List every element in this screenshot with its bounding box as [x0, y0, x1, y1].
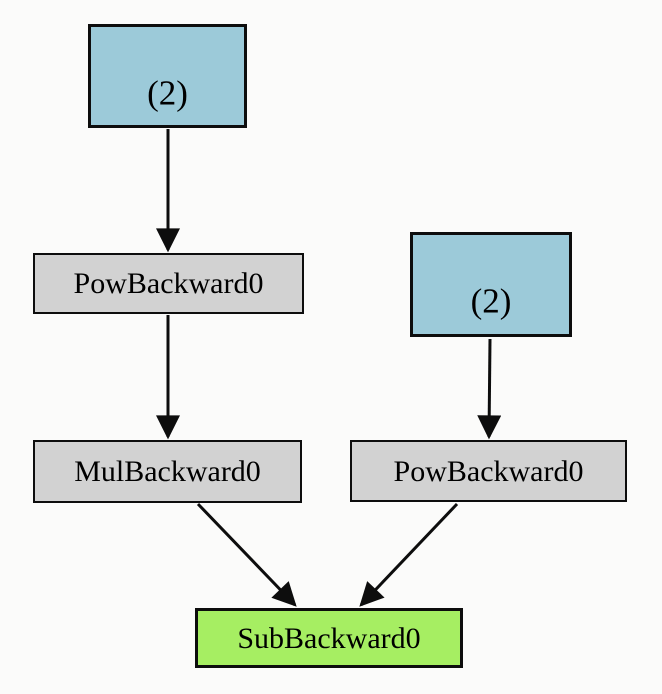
- edges-group: [156, 129, 502, 607]
- node-pow2: PowBackward0: [350, 440, 627, 502]
- edge-pow2-to-sub: [359, 502, 459, 607]
- node-pow1: PowBackward0: [33, 253, 304, 314]
- edge-tensor2-to-pow2: [477, 338, 502, 440]
- node-label-pow2: PowBackward0: [393, 454, 584, 488]
- node-label-sub: SubBackward0: [237, 621, 421, 655]
- edge-mul-to-sub: [196, 502, 297, 607]
- node-mul: MulBackward0: [33, 440, 302, 503]
- node-label-mul: MulBackward0: [74, 455, 261, 489]
- node-label-pow1: PowBackward0: [73, 267, 264, 301]
- node-sub: SubBackward0: [195, 608, 463, 668]
- node-tensor2: (2): [410, 232, 572, 337]
- node-label-tensor2: (2): [470, 281, 512, 321]
- node-tensor1: (2): [88, 24, 247, 128]
- node-label-tensor1: (2): [147, 73, 188, 113]
